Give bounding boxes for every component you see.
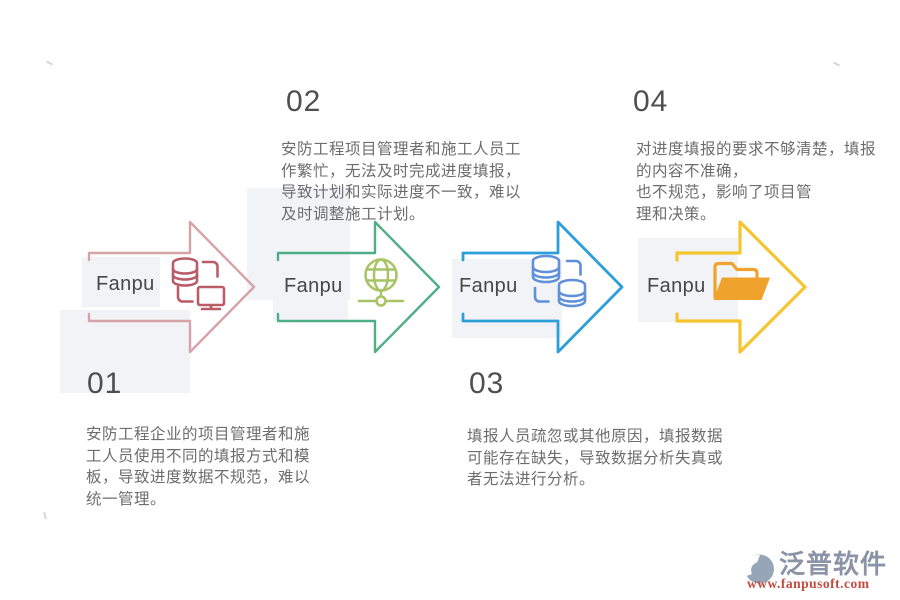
step-number-3: 03 [469,367,505,400]
step-description-2: 安防工程项目管理者和施工人员工 作繁忙，无法及时完成进度填报， 导致计划和实际进… [281,141,522,223]
arrow-outline [87,220,256,354]
fanpu-label-3: Fanpu [459,275,518,297]
step-number-4: 04 [633,85,669,118]
fanpu-logo-url: www.fanpusoft.com [747,576,870,591]
folder-front [713,277,770,300]
folder-icon [713,261,770,300]
arrow-outline [675,220,807,354]
panel-bg-step1-label [82,257,160,307]
fanpu-logo-icon [744,554,774,584]
artifact-tick [43,511,47,520]
step-number-2: 02 [286,85,322,118]
process-arrow-4 [675,220,807,354]
step-description-1: 安防工程企业的项目管理者和施 工人员使用不同的填报方式和模 板，导致进度数据不规… [86,426,311,508]
fanpu-label-1: Fanpu [96,273,155,295]
database-sync-icon [531,254,587,308]
fanpu-label-4: Fanpu [647,275,706,297]
panel-bg-step2-label [273,259,348,320]
process-arrow-2 [276,220,441,354]
database-monitor-icon [171,257,226,311]
arrow-outline [276,220,441,354]
step-description-4: 对进度填报的要求不够清楚，填报的内容不准确， 也不规范，影响了项目管 理和决策。 [636,141,877,223]
folder-back [713,261,759,299]
globe-network-icon [357,258,405,307]
step-number-1: 01 [87,367,123,400]
artifact-tick [832,61,841,67]
fanpu-label-2: Fanpu [284,275,343,297]
panel-bg-step1-number [60,310,190,393]
step-description-3: 填报人员疏忽或其他原因，填报数据 可能存在缺失，导致数据分析失真或 者无法进行分… [467,428,724,488]
artifact-tick [45,60,54,66]
process-arrow-3 [461,220,624,354]
fanpu-logo-text: 泛普软件 [779,549,888,579]
arrow-outline [461,220,624,354]
process-arrow-1 [87,220,256,354]
